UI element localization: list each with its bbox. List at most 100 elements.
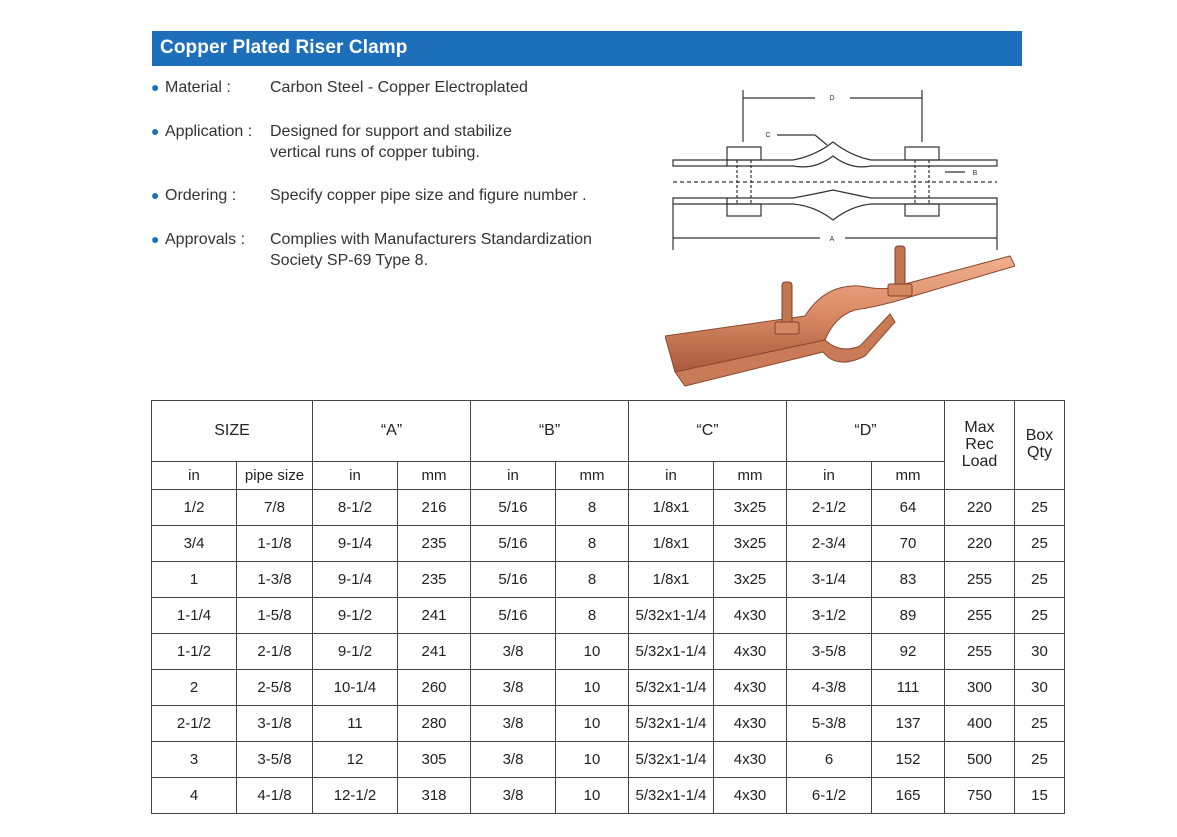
table-cell: 4-3/8 xyxy=(786,669,872,706)
table-cell: 8-1/2 xyxy=(312,489,398,526)
dimension-label-b: B xyxy=(973,170,978,177)
table-cell: 8 xyxy=(555,597,629,634)
table-cell: 1/8x1 xyxy=(628,489,714,526)
table-cell: 30 xyxy=(1014,669,1065,706)
sub-header-cell: in xyxy=(470,461,556,490)
table-cell: 9-1/4 xyxy=(312,525,398,562)
table-cell: 64 xyxy=(871,489,945,526)
table-cell: 1-1/2 xyxy=(151,633,237,670)
header-size: SIZE xyxy=(151,400,313,462)
table-cell: 4x30 xyxy=(713,741,787,778)
table-cell: 25 xyxy=(1014,489,1065,526)
table-cell: 6 xyxy=(786,741,872,778)
table-cell: 216 xyxy=(397,489,471,526)
table-cell: 3-5/8 xyxy=(786,633,872,670)
table-cell: 3-1/2 xyxy=(786,597,872,634)
table-cell: 3/8 xyxy=(470,633,556,670)
table-cell: 3 xyxy=(151,741,237,778)
table-cell: 4x30 xyxy=(713,669,787,706)
spec-value: Carbon Steel - Copper Electroplated xyxy=(270,79,528,96)
spec-label: Application : xyxy=(165,123,253,140)
table-cell: 5/32x1-1/4 xyxy=(628,777,714,814)
table-cell: 5/16 xyxy=(470,489,556,526)
table-cell: 3-5/8 xyxy=(236,741,313,778)
table-cell: 5/16 xyxy=(470,597,556,634)
table-cell: 12-1/2 xyxy=(312,777,398,814)
spec-value: Complies with Manufacturers Standardizat… xyxy=(270,231,592,248)
table-cell: 220 xyxy=(944,525,1015,562)
table-cell: 3/8 xyxy=(470,741,556,778)
table-cell: 3/4 xyxy=(151,525,237,562)
table-cell: 235 xyxy=(397,525,471,562)
table-cell: 235 xyxy=(397,561,471,598)
table-cell: 1/8x1 xyxy=(628,561,714,598)
table-cell: 70 xyxy=(871,525,945,562)
table-cell: 241 xyxy=(397,633,471,670)
table-cell: 280 xyxy=(397,705,471,742)
table-cell: 300 xyxy=(944,669,1015,706)
table-cell: 2 xyxy=(151,669,237,706)
table-cell: 318 xyxy=(397,777,471,814)
table-cell: 500 xyxy=(944,741,1015,778)
sub-header-cell: in xyxy=(628,461,714,490)
spec-value: vertical runs of copper tubing. xyxy=(270,144,480,161)
table-cell: 3/8 xyxy=(470,777,556,814)
table-cell: 8 xyxy=(555,561,629,598)
table-cell: 255 xyxy=(944,597,1015,634)
table-cell: 25 xyxy=(1014,525,1065,562)
table-cell: 3/8 xyxy=(470,669,556,706)
table-cell: 241 xyxy=(397,597,471,634)
table-cell: 7/8 xyxy=(236,489,313,526)
table-cell: 137 xyxy=(871,705,945,742)
table-cell: 305 xyxy=(397,741,471,778)
dimensions-table: SIZE “A” “B” “C” “D” Max Rec Load Box Qt… xyxy=(151,400,1065,814)
table-cell: 8 xyxy=(555,525,629,562)
spec-value: Designed for support and stabilize xyxy=(270,123,512,140)
header-d: “D” xyxy=(786,400,945,462)
sub-header-cell: mm xyxy=(555,461,629,490)
header-c: “C” xyxy=(628,400,787,462)
table-cell: 11 xyxy=(312,705,398,742)
bullet-icon: ● xyxy=(151,123,160,139)
bullet-icon: ● xyxy=(151,231,160,247)
table-cell: 5-3/8 xyxy=(786,705,872,742)
table-cell: 15 xyxy=(1014,777,1065,814)
table-cell: 25 xyxy=(1014,705,1065,742)
table-cell: 8 xyxy=(555,489,629,526)
spec-value: Specify copper pipe size and figure numb… xyxy=(270,187,587,204)
table-cell: 255 xyxy=(944,633,1015,670)
table-cell: 5/32x1-1/4 xyxy=(628,741,714,778)
table-cell: 5/16 xyxy=(470,525,556,562)
table-cell: 3-1/4 xyxy=(786,561,872,598)
table-cell: 4x30 xyxy=(713,597,787,634)
dimension-label-c: C xyxy=(765,132,770,139)
table-cell: 3-1/8 xyxy=(236,705,313,742)
table-cell: 25 xyxy=(1014,561,1065,598)
table-cell: 5/32x1-1/4 xyxy=(628,597,714,634)
header-a: “A” xyxy=(312,400,471,462)
spec-label: Approvals : xyxy=(165,231,246,248)
table-cell: 2-3/4 xyxy=(786,525,872,562)
table-cell: 6-1/2 xyxy=(786,777,872,814)
table-cell: 1-3/8 xyxy=(236,561,313,598)
table-cell: 9-1/2 xyxy=(312,597,398,634)
table-cell: 165 xyxy=(871,777,945,814)
table-cell: 12 xyxy=(312,741,398,778)
table-cell: 3x25 xyxy=(713,561,787,598)
dimension-label-d: D xyxy=(829,95,834,102)
table-cell: 3x25 xyxy=(713,525,787,562)
table-cell: 10 xyxy=(555,705,629,742)
header-box-qty: Box Qty xyxy=(1014,400,1065,490)
table-cell: 10 xyxy=(555,633,629,670)
table-cell: 111 xyxy=(871,669,945,706)
sub-header-cell: mm xyxy=(397,461,471,490)
table-cell: 10 xyxy=(555,777,629,814)
table-cell: 5/16 xyxy=(470,561,556,598)
table-cell: 152 xyxy=(871,741,945,778)
table-cell: 3/8 xyxy=(470,705,556,742)
spec-value: Society SP-69 Type 8. xyxy=(270,252,429,269)
